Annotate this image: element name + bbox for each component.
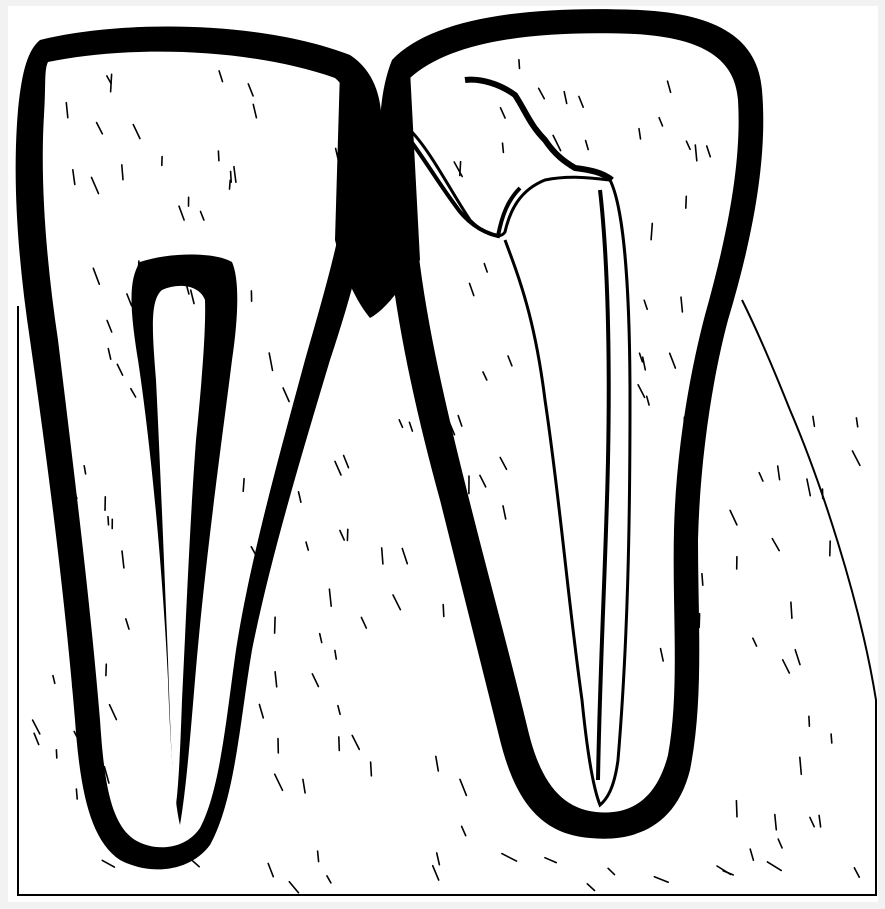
texture-dash [108,517,109,525]
texture-dash [285,487,286,502]
texture-dash [253,601,254,611]
texture-dash [503,143,504,152]
texture-dash [702,574,703,586]
texture-dash [138,261,139,278]
texture-dash [434,358,435,369]
texture-dash [318,851,319,861]
texture-dash [684,417,685,428]
texture-dash [275,617,276,633]
texture-dash [791,602,792,618]
texture-dash [243,479,244,492]
texture-dash [371,762,372,776]
texture-dash [339,737,340,751]
texture-dash [460,162,461,176]
texture-dash [464,573,465,589]
texture-dash [686,196,687,208]
texture-dash [230,180,231,189]
texture-dash [76,789,77,799]
texture-dash [519,60,520,69]
texture-dash [443,605,444,617]
texture-dash [218,151,219,161]
texture-dash [831,734,832,743]
texture-dash [736,801,737,817]
texture-dash [809,716,810,726]
